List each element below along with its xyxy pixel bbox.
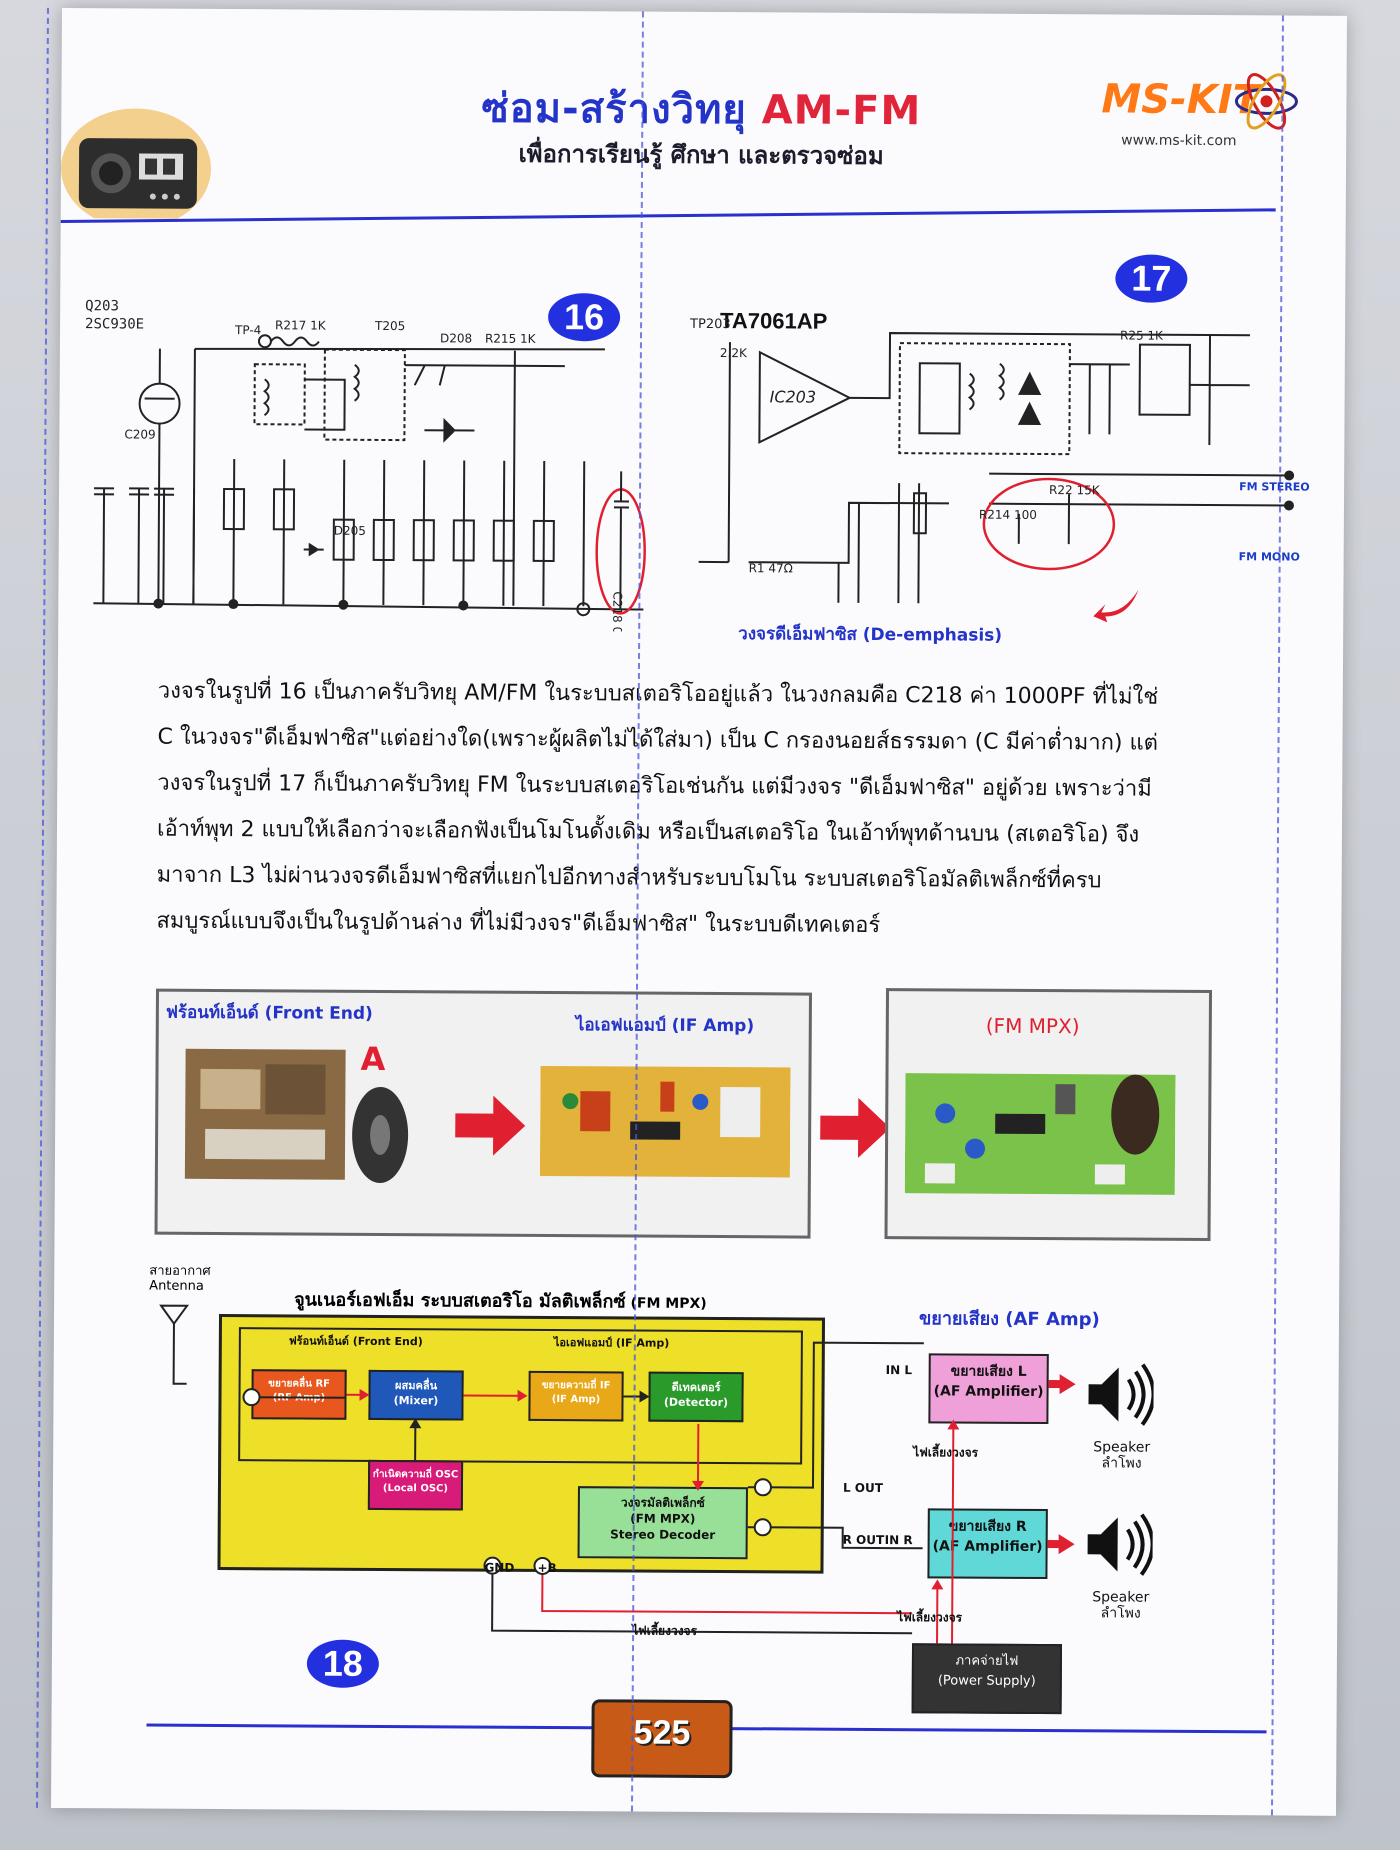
footer-logo: 525 bbox=[591, 1699, 733, 1779]
in-l-label: IN L bbox=[885, 1363, 913, 1378]
paragraph-line: เอ้าท์พุท 2 แบบให้เลือกว่าจะเลือกฟังเป็น… bbox=[156, 816, 1140, 848]
antenna-label: สายอากาศ Antenna bbox=[149, 1263, 211, 1294]
svg-text:R214 100: R214 100 bbox=[979, 508, 1037, 522]
page-title: ซ่อม-สร้างวิทยุ AM-FM bbox=[481, 85, 922, 135]
block-diagram-wiring bbox=[151, 1299, 1254, 1736]
figure-18-badge: 18 bbox=[306, 1639, 380, 1688]
r-out-label: R OUT bbox=[842, 1532, 885, 1548]
plus-b-label: +B bbox=[537, 1560, 557, 1576]
front-end-marker: A bbox=[360, 1039, 386, 1078]
svg-text:R217 1K: R217 1K bbox=[275, 318, 327, 332]
svg-text:TP203: TP203 bbox=[689, 317, 731, 332]
svg-text:C209: C209 bbox=[124, 427, 155, 441]
power-feed-label: ไฟเลี้ยงวงจร bbox=[913, 1445, 979, 1460]
svg-text:TP-4: TP-4 bbox=[234, 323, 261, 337]
svg-text:D205: D205 bbox=[334, 524, 366, 538]
svg-text:C218 0.001: C218 0.001 bbox=[610, 591, 624, 631]
l-out-label: L OUT bbox=[842, 1480, 883, 1496]
red-arrow-icon bbox=[455, 1095, 526, 1156]
svg-text:R22 15K: R22 15K bbox=[1049, 483, 1101, 497]
svg-text:2SC930E: 2SC930E bbox=[85, 316, 144, 332]
antenna-icon bbox=[158, 1304, 190, 1424]
svg-text:D208: D208 bbox=[440, 331, 472, 345]
svg-text:T205: T205 bbox=[374, 319, 405, 333]
gnd-label: GND bbox=[484, 1560, 515, 1575]
power-feed-label: ไฟเลี้ยงวงจร bbox=[897, 1610, 963, 1625]
fm-mpx-label: (FM MPX) bbox=[985, 1013, 1080, 1039]
paragraph-line: สมบูรณ์แบบจึงเป็นในรูปด้านล่าง ที่ไม่มีว… bbox=[156, 908, 881, 939]
footer-logo-text: 525 bbox=[633, 1713, 691, 1752]
front-end-label: ฟร้อนท์เอ็นด์ (Front End) bbox=[165, 1002, 373, 1024]
in-r-label: IN R bbox=[884, 1533, 913, 1548]
header-rule bbox=[60, 208, 1276, 223]
front-end-photo bbox=[175, 1039, 416, 1190]
logo-url: www.ms-kit.com bbox=[1121, 132, 1237, 150]
svg-text:R1 47Ω: R1 47Ω bbox=[749, 561, 793, 575]
if-amp-label: ไอเอฟแอมป์ (IF Amp) bbox=[575, 1015, 755, 1037]
fm-stereo-label: FM STEREO bbox=[1239, 480, 1310, 494]
document-page: ซ่อม-สร้างวิทยุ AM-FM เพื่อการเรียนรู้ ศ… bbox=[36, 7, 1347, 1816]
speaker-r-label: Speaker ลำโพง bbox=[1092, 1589, 1150, 1622]
fm-mpx-photo bbox=[904, 1053, 1176, 1205]
figure-16-schematic: Q203 2SC930E bbox=[83, 288, 675, 661]
paragraph-line: C ในวงจร"ดีเอ็มฟาซิส"แต่อย่างใด(เพราะผู้… bbox=[157, 724, 1159, 756]
speaker-r-icon bbox=[1082, 1509, 1155, 1579]
power-feed-label: ไฟเลี้ยงวงจร bbox=[632, 1623, 698, 1638]
page-subtitle: เพื่อการเรียนรู้ ศึกษา และตรวจซ่อม bbox=[518, 139, 884, 171]
figure-17-badge: 17 bbox=[1115, 254, 1188, 303]
de-emphasis-arrow-icon bbox=[1093, 584, 1143, 624]
svg-text:TA7061AP: TA7061AP bbox=[720, 308, 827, 334]
svg-text:R25 1K: R25 1K bbox=[1120, 328, 1164, 342]
if-amp-photo bbox=[539, 1061, 791, 1183]
red-arrow-icon bbox=[820, 1097, 891, 1158]
atom-logo-icon bbox=[1231, 71, 1301, 131]
paragraph-line: วงจรในรูปที่ 17 ก็เป็นภาครับวิทยุ FM ในร… bbox=[157, 770, 1152, 802]
de-emphasis-caption: วงจรดีเอ็มฟาซิส (De-emphasis) bbox=[738, 624, 1003, 646]
fm-mono-label: FM MONO bbox=[1238, 550, 1300, 564]
svg-text:R215 1K: R215 1K bbox=[485, 332, 537, 346]
speaker-l-icon bbox=[1083, 1359, 1156, 1429]
radio-illustration bbox=[61, 98, 212, 229]
svg-text:IC203: IC203 bbox=[770, 387, 817, 406]
svg-text:Q203: Q203 bbox=[85, 298, 119, 314]
paragraph-line: มาจาก L3 ไม่ผ่านวงจรดีเอ็มฟาซิสที่แยกไปอ… bbox=[156, 862, 1102, 894]
body-paragraph: วงจรในรูปที่ 16 เป็นภาครับวิทยุ AM/FM ใน… bbox=[156, 669, 1308, 952]
speaker-l-label: Speaker ลำโพง bbox=[1093, 1439, 1151, 1472]
svg-text:2.2K: 2.2K bbox=[720, 346, 748, 360]
figure-17-schematic: TA7061AP TP203 IC203 2.2K R1 47Ω R25 1K bbox=[688, 302, 1310, 616]
paragraph-line: วงจรในรูปที่ 16 เป็นภาครับวิทยุ AM/FM ใน… bbox=[157, 678, 1159, 710]
